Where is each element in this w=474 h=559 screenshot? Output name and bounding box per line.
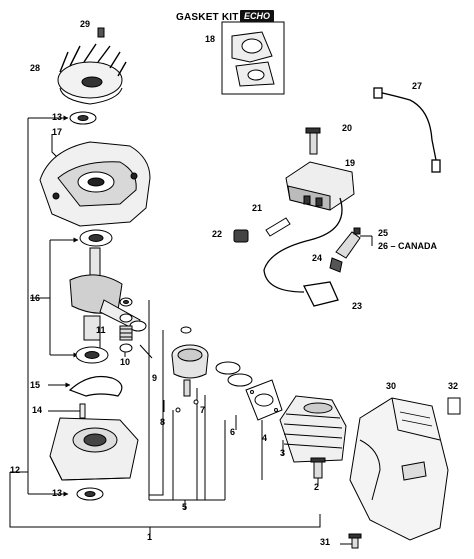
callout-13-upper: 13 — [52, 112, 63, 122]
callout-13-lower: 13 — [52, 488, 63, 498]
callout-23: 23 — [352, 301, 363, 311]
gasket-kit-title: GASKET KIT — [176, 12, 239, 23]
part-cover-screw — [348, 533, 362, 549]
echo-logo: ECHO — [240, 10, 275, 22]
callout-12: 12 — [10, 465, 21, 475]
callout-31: 31 — [320, 537, 331, 547]
callout-8: 8 — [160, 417, 166, 427]
part-coil-screw — [305, 127, 321, 155]
callout-22: 22 — [212, 229, 223, 239]
gasket-kit-box — [221, 21, 285, 95]
callout-11: 11 — [96, 325, 106, 335]
part-flywheel — [57, 43, 127, 105]
part-grommet — [233, 229, 249, 243]
callout-1: 1 — [147, 532, 153, 542]
callout-24: 24 — [312, 253, 323, 263]
callout-10: 10 — [120, 357, 131, 367]
callout-3: 3 — [280, 448, 286, 458]
part-label — [447, 397, 461, 415]
callout-29: 29 — [80, 19, 91, 29]
part-dowel-pin — [79, 403, 86, 419]
callout-32: 32 — [448, 381, 459, 391]
part-oil-seal-lower — [76, 487, 104, 501]
part-crankcase-upper — [39, 141, 151, 227]
part-bolt — [310, 457, 326, 479]
callout-21: 21 — [252, 203, 263, 213]
part-engine-cover — [349, 397, 449, 541]
callout-30: 30 — [386, 381, 397, 391]
part-key — [97, 27, 105, 38]
callout-18: 18 — [205, 34, 216, 44]
part-piston-group — [171, 326, 253, 413]
part-crankcase-lower — [49, 417, 139, 481]
callout-7: 7 — [200, 405, 206, 415]
callout-17: 17 — [52, 127, 63, 137]
part-plug-cap — [263, 197, 343, 307]
part-wire — [373, 87, 441, 173]
part-case-gasket — [68, 375, 123, 397]
part-cylinder-gasket — [245, 379, 283, 421]
callout-6: 6 — [230, 427, 236, 437]
part-spark-plug — [329, 227, 361, 273]
callout-5: 5 — [182, 502, 188, 512]
callout-20: 20 — [342, 123, 353, 133]
callout-28: 28 — [30, 63, 41, 73]
part-ignition-coil — [285, 161, 355, 211]
callout-25: 25 — [378, 228, 389, 238]
part-small-bearings — [119, 297, 133, 353]
callout-16: 16 — [30, 293, 41, 303]
part-oil-seal-upper — [69, 111, 97, 125]
callout-26-canada: 26 – CANADA — [378, 241, 438, 251]
callout-14: 14 — [32, 405, 43, 415]
callout-27: 27 — [412, 81, 423, 91]
callout-9: 9 — [152, 373, 158, 383]
callout-19: 19 — [345, 158, 356, 168]
leader-lines — [9, 115, 373, 545]
callout-4: 4 — [262, 433, 268, 443]
callout-2: 2 — [314, 482, 320, 492]
part-insulator — [265, 217, 291, 237]
callout-15: 15 — [30, 380, 41, 390]
part-cylinder — [279, 395, 347, 463]
part-crankshaft — [69, 229, 147, 364]
